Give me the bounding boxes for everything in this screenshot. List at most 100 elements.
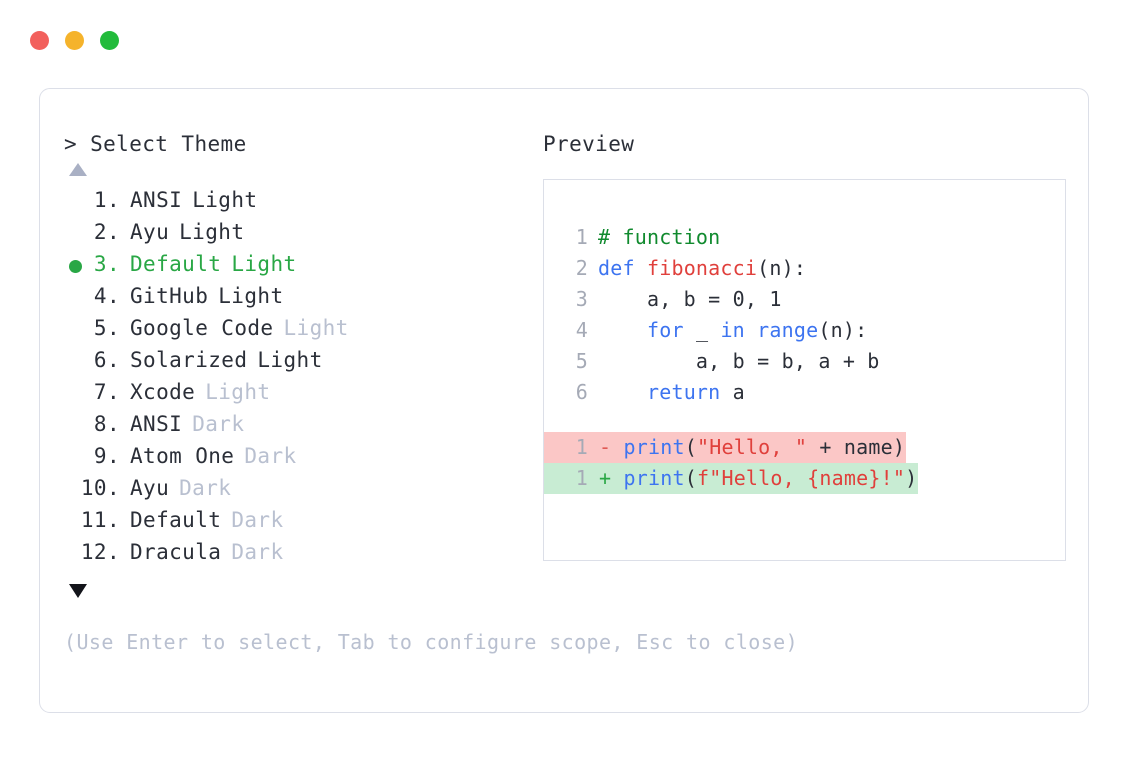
theme-item-index: 12.	[80, 540, 120, 564]
theme-item-index: 5.	[93, 316, 120, 340]
code-token: range	[757, 318, 819, 342]
preview-column: Preview 1 # function 2 def fibonacci(n):3 a…	[543, 131, 1068, 561]
diff-marker-space	[611, 466, 623, 490]
preview-title: Preview	[543, 132, 635, 156]
theme-list-item[interactable]: 4. GitHub Light	[64, 280, 534, 312]
theme-list-item[interactable]: 10. Ayu Dark	[64, 472, 534, 504]
code-spacer	[544, 408, 1065, 432]
scroll-down-arrow-icon[interactable]	[69, 584, 87, 598]
theme-item-variant: Light	[257, 348, 323, 372]
code-token	[745, 318, 757, 342]
code-token: (n):	[818, 318, 868, 342]
theme-item-variant: Dark	[192, 412, 245, 436]
bullet-slot	[69, 452, 82, 465]
code-token: for	[646, 318, 684, 342]
code-token: print	[623, 435, 685, 459]
code-token: a, b = b, a + b	[598, 349, 880, 373]
theme-item-name: Dracula	[130, 540, 222, 564]
code-token: return	[646, 380, 721, 404]
code-token: in	[720, 318, 745, 342]
theme-item-name: ANSI	[130, 188, 183, 212]
theme-item-name: Ayu	[130, 220, 170, 244]
line-number: 2	[575, 256, 588, 280]
theme-item-index: 8.	[93, 412, 120, 436]
code-line: 2 def fibonacci(n):	[544, 253, 1065, 284]
code-line: 5 a, b = b, a + b	[544, 346, 1065, 377]
bullet-slot	[69, 420, 82, 433]
theme-item-variant: Light	[205, 380, 271, 404]
code-line: 6 return a	[544, 377, 1065, 408]
theme-item-index: 2.	[93, 220, 120, 244]
code-token: (	[684, 435, 697, 459]
code-line-text: # function	[598, 222, 720, 253]
maximize-dot[interactable]	[100, 31, 119, 50]
theme-item-name: Ayu	[130, 476, 170, 500]
theme-list-item[interactable]: 2. Ayu Light	[64, 216, 534, 248]
theme-item-variant: Dark	[244, 444, 297, 468]
diff-marker-space	[611, 435, 623, 459]
theme-item-name: Solarized	[130, 348, 248, 372]
theme-item-name: GitHub	[130, 284, 209, 308]
bullet-slot	[69, 292, 82, 305]
theme-list-item[interactable]: 1. ANSI Light	[64, 184, 534, 216]
code-token: _	[683, 318, 721, 342]
code-token: (n):	[757, 256, 807, 280]
code-line-text: def fibonacci(n):	[598, 253, 806, 284]
window-titlebar	[30, 31, 119, 50]
code-token: 1	[769, 287, 782, 311]
code-line-text: a, b = 0, 1	[598, 284, 782, 315]
prompt-label	[77, 132, 90, 156]
code-token: # function	[598, 225, 721, 249]
prompt-line: > Select Theme	[64, 131, 534, 157]
close-dot[interactable]	[30, 31, 49, 50]
theme-item-index: 3.	[93, 252, 120, 276]
theme-item-name: Xcode	[130, 380, 196, 404]
code-token: f"Hello, {name}!"	[696, 466, 906, 490]
theme-item-variant: Light	[179, 220, 245, 244]
theme-item-index: 4.	[93, 284, 120, 308]
theme-item-variant: Dark	[179, 476, 232, 500]
selected-bullet-icon	[69, 260, 82, 273]
diff-line-minus: 1- print("Hello, " + name)	[544, 432, 1065, 463]
diff-line-number: 1	[544, 432, 598, 463]
theme-item-index: 6.	[93, 348, 120, 372]
theme-item-index: 10.	[80, 476, 120, 500]
code-token	[598, 318, 647, 342]
code-token: print	[623, 466, 685, 490]
diff-line-content: + print(f"Hello, {name}!")	[598, 463, 919, 494]
page-title: Select Theme	[90, 132, 247, 156]
theme-list-item[interactable]: 6. Solarized Light	[64, 344, 534, 376]
line-number: 5	[575, 349, 588, 373]
code-line: 4 for _ in range(n):	[544, 315, 1065, 346]
bullet-slot	[69, 324, 82, 337]
theme-item-index: 7.	[93, 380, 120, 404]
code-line-text: for _ in range(n):	[598, 315, 867, 346]
diff-line-number: 1	[544, 463, 598, 494]
code-line: 3 a, b = 0, 1	[544, 284, 1065, 315]
keyboard-hint: (Use Enter to select, Tab to configure s…	[64, 630, 799, 654]
minimize-dot[interactable]	[65, 31, 84, 50]
code-token: (	[684, 466, 697, 490]
diff-line-content: - print("Hello, " + name)	[598, 432, 907, 463]
prompt-caret-icon: >	[64, 132, 78, 156]
code-token: ,	[744, 287, 770, 311]
bullet-slot	[69, 228, 82, 241]
theme-item-name: Atom One	[130, 444, 235, 468]
theme-list-item[interactable]: 7. Xcode Light	[64, 376, 534, 408]
theme-item-variant: Light	[192, 188, 258, 212]
theme-item-variant: Light	[218, 284, 284, 308]
diff-marker: -	[599, 435, 612, 459]
code-token: 0	[732, 287, 745, 311]
code-token: def	[598, 256, 647, 280]
code-token: a, b =	[598, 287, 733, 311]
scroll-up-arrow-icon[interactable]	[69, 163, 87, 176]
theme-item-index: 1.	[93, 188, 120, 212]
